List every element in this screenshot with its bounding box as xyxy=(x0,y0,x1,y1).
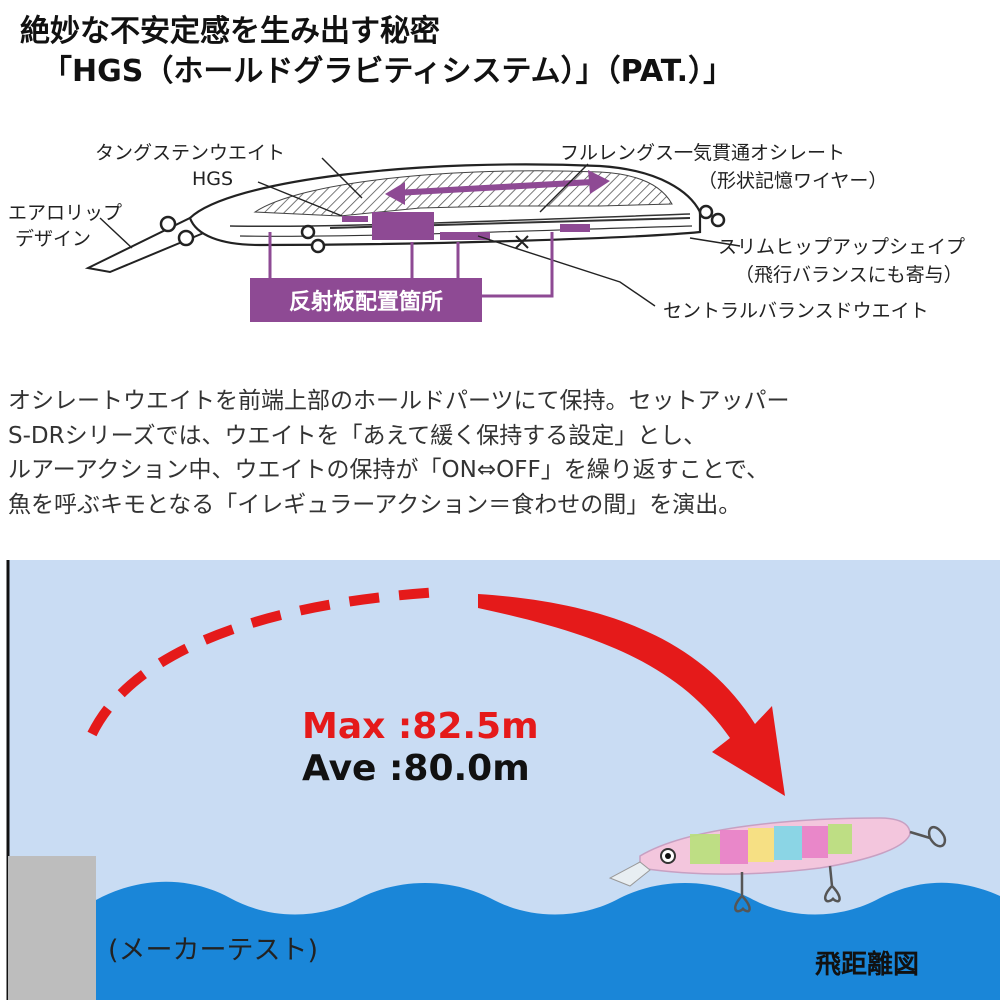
rear-ring-2 xyxy=(710,212,726,228)
reflect-connector-4 xyxy=(478,232,554,298)
wire-arrow-left xyxy=(385,182,405,205)
reflector-1 xyxy=(440,232,490,240)
reflector-2 xyxy=(560,224,590,232)
lure-illustration xyxy=(608,817,947,913)
label-tungsten-weight: タングステンウエイト xyxy=(95,142,286,164)
rear-ring-1 xyxy=(698,204,714,220)
flight-distance-tag: 飛距離図 xyxy=(815,950,920,980)
casting-distance-scene xyxy=(6,560,1000,1000)
page-subtitle: 「HGS（ホールドグラビティシステム）」（PAT.）」 xyxy=(42,54,734,89)
page-title: 絶妙な不安定感を生み出す秘密 xyxy=(20,14,440,49)
description: オシレートウエイトを前端上部のホールドパーツにて保持。セットアッパー S-DRシ… xyxy=(8,384,993,522)
label-hgs: HGS xyxy=(192,168,234,190)
description-line: ルアーアクション中、ウエイトの保持が「ON⇔OFF」を繰り返すことで、 xyxy=(8,457,770,483)
label-slim-hip-2: （飛行バランスにも寄与） xyxy=(735,264,963,286)
belly-ring-1 xyxy=(300,224,316,240)
front-ring-2 xyxy=(177,229,195,247)
average-distance: Ave :80.0m xyxy=(302,748,530,789)
lure-structure-diagram xyxy=(84,157,741,307)
front-ring-1 xyxy=(159,215,177,233)
label-full-length-wire-2: （形状記憶ワイヤー） xyxy=(698,170,888,192)
description-line: 魚を呼ぶキモとなる「イレギュラーアクション＝食わせの間」を演出。 xyxy=(8,491,742,518)
label-aero-lip-1: エアロリップ xyxy=(8,202,123,224)
description-line: オシレートウエイトを前端上部のホールドパーツにて保持。セットアッパー xyxy=(8,388,790,414)
wire-arrow-right xyxy=(588,170,610,194)
max-distance: Max :82.5m xyxy=(302,706,539,747)
label-slim-hip-1: スリムヒップアップシェイプ xyxy=(718,236,966,258)
belly-ring-2 xyxy=(310,238,326,254)
label-full-length-wire-1: フルレングス一気貫通オシレート xyxy=(560,142,846,164)
reflector-placement-box: 反射板配置箇所 xyxy=(250,278,482,322)
water xyxy=(96,881,1000,1000)
trajectory-solid xyxy=(478,594,785,796)
description-line: S-DRシリーズでは、ウエイトを「あえて緩く保持する設定」とし、 xyxy=(8,422,707,449)
label-central-balanced-weight: セントラルバランスドウエイト xyxy=(663,300,929,322)
maker-test-note: (メーカーテスト) xyxy=(108,935,319,966)
shore-block xyxy=(8,856,96,1000)
trajectory-dashed xyxy=(87,587,441,737)
tungsten-weight xyxy=(372,212,434,240)
label-aero-lip-2: デザイン xyxy=(15,228,92,250)
